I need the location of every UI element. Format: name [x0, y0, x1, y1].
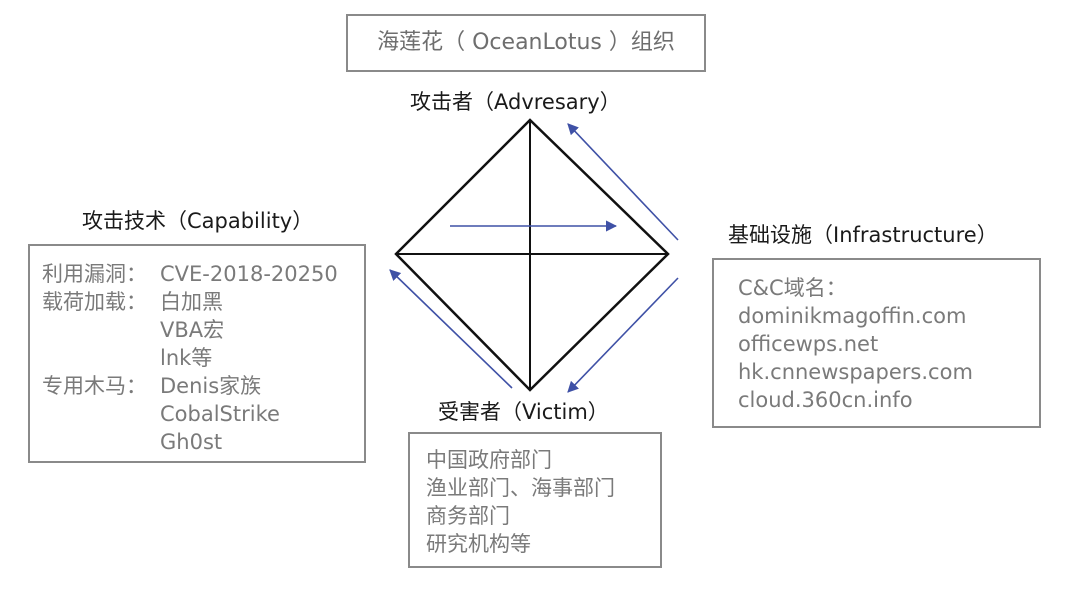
capability-row-value: lnk等	[160, 346, 213, 370]
organization-box: 海莲花（ OceanLotus ）组织	[346, 14, 706, 72]
capability-row: 利用漏洞： CVE-2018-20250	[42, 260, 364, 288]
infrastructure-line: C&C域名：	[738, 276, 847, 300]
infrastructure-line: officewps.net	[738, 332, 879, 356]
infrastructure-line: hk.cnnewspapers.com	[738, 360, 973, 384]
victim-line: 研究机构等	[426, 532, 531, 556]
capability-row: CobalStrike	[42, 400, 364, 428]
capability-row-key	[42, 316, 160, 344]
victim-box: 中国政府部门 渔业部门、海事部门 商务部门 研究机构等	[408, 432, 662, 568]
capability-row-value: CobalStrike	[160, 402, 280, 426]
capability-row-key	[42, 428, 160, 456]
capability-row-value: VBA宏	[160, 318, 225, 342]
capability-row: lnk等	[42, 344, 364, 372]
victim-line: 中国政府部门	[426, 448, 552, 472]
capability-row-key: 载荷加载：	[42, 290, 147, 314]
capability-row-value: 白加黑	[160, 290, 223, 314]
victim-heading: 受害者（Victim）	[438, 400, 609, 424]
capability-box: 利用漏洞： CVE-2018-20250 载荷加载： 白加黑 VBA宏 lnk等专用木马：…	[28, 244, 366, 463]
victim-line: 渔业部门、海事部门	[426, 476, 615, 500]
infrastructure-heading: 基础设施（Infrastructure）	[728, 223, 998, 247]
infrastructure-box: C&C域名： dominikmagoffin.com officewps.net…	[712, 258, 1041, 428]
capability-row-value: Denis家族	[160, 374, 262, 398]
arrow-victim-to-capability	[389, 269, 513, 389]
capability-list: 利用漏洞： CVE-2018-20250 载荷加载： 白加黑 VBA宏 lnk等专用木马：…	[42, 260, 364, 456]
capability-row-key: 利用漏洞：	[42, 262, 147, 286]
capability-row: Gh0st	[42, 428, 364, 456]
capability-row-key	[42, 400, 160, 428]
capability-row-value: CVE-2018-20250	[160, 262, 338, 286]
capability-row: 载荷加载： 白加黑	[42, 288, 364, 316]
capability-row: 专用木马： Denis家族	[42, 372, 364, 400]
capability-row-key	[42, 344, 160, 372]
capability-row-value: Gh0st	[160, 430, 223, 454]
organization-label: 海莲花（ OceanLotus ）组织	[377, 30, 675, 55]
infrastructure-line: cloud.360cn.info	[738, 388, 913, 412]
capability-row-key: 专用木马：	[42, 374, 147, 398]
victim-line: 商务部门	[426, 504, 510, 528]
arrow-infrastructure-to-adversary	[567, 123, 679, 241]
infrastructure-line: dominikmagoffin.com	[738, 304, 967, 328]
arrow-infrastructure-to-victim	[567, 277, 679, 393]
adversary-heading: 攻击者（Advresary）	[410, 90, 621, 114]
capability-row: VBA宏	[42, 316, 364, 344]
capability-heading: 攻击技术（Capability）	[82, 209, 314, 233]
